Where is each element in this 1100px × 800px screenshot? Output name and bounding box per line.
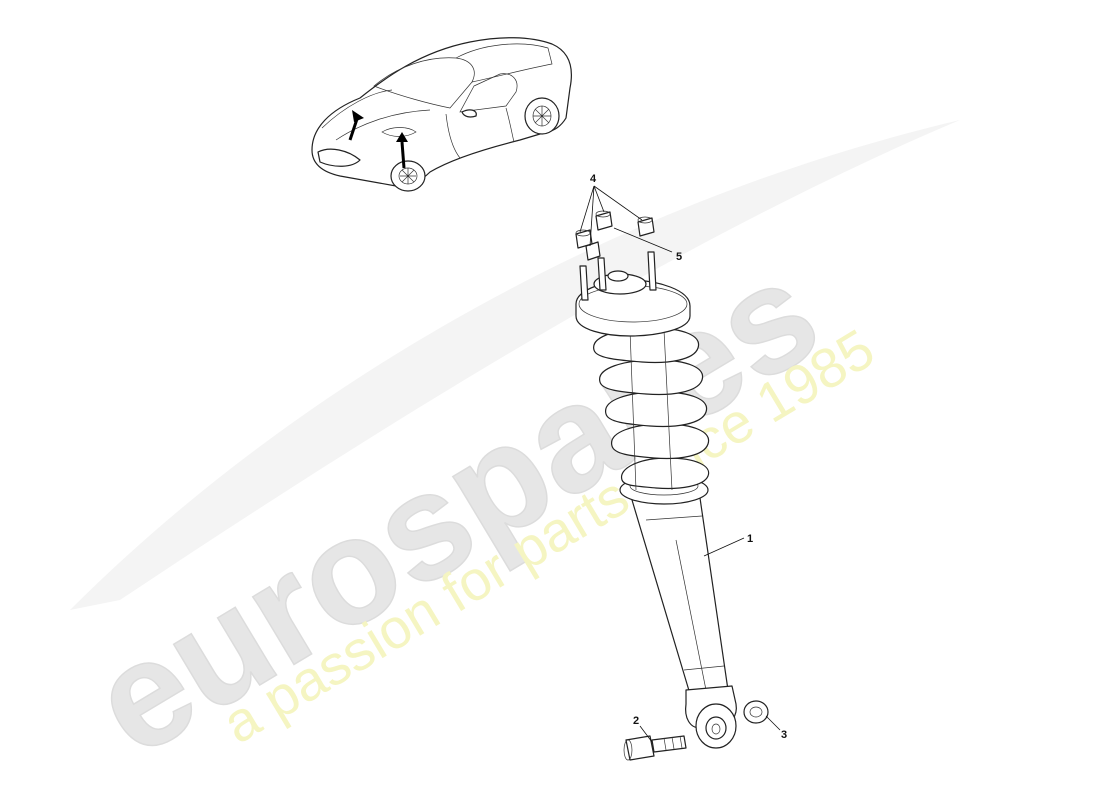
callout-4: 4	[590, 173, 597, 185]
car-door-line	[445, 113, 461, 159]
nut-4	[585, 241, 601, 261]
damper-ring-bottom	[683, 665, 725, 671]
car-bonnet-line-2	[335, 109, 431, 141]
car-bonnet-line	[321, 89, 393, 129]
leader-2	[639, 725, 653, 743]
spring-coil-4	[599, 359, 704, 396]
bush-cap-outer	[743, 700, 769, 724]
bolt-head-face	[623, 739, 633, 761]
nuts-group	[575, 210, 655, 261]
nut-3-top	[637, 216, 653, 224]
car-headlight	[381, 127, 417, 137]
bolt	[623, 735, 687, 761]
damper-rod-inner	[629, 329, 673, 491]
watermark-swoosh	[70, 120, 960, 610]
car-rear-spokes	[533, 106, 551, 126]
coil-spring	[593, 327, 710, 491]
leader-3	[765, 715, 781, 731]
bolt-thread	[663, 735, 683, 751]
leader-1	[703, 537, 745, 557]
top-mount-nut	[607, 270, 629, 282]
callout-2: 2	[633, 715, 639, 727]
location-arrowhead-right	[396, 132, 408, 142]
bolt-shank	[651, 735, 687, 753]
damper-eye-bush	[705, 716, 727, 740]
spring-coil-1	[621, 457, 710, 490]
callout-1: 1	[747, 533, 753, 545]
nut-2-top	[595, 210, 611, 218]
leader-4-d	[589, 185, 595, 247]
bush-cap	[743, 700, 769, 724]
location-arrowhead-left	[352, 110, 364, 122]
car-door-line-2	[505, 107, 515, 143]
car-side-window	[459, 73, 518, 113]
damper-ring-top	[645, 515, 703, 521]
location-arrow-right	[400, 141, 406, 169]
callouts: 4 5 1 2 3	[590, 173, 787, 741]
nut-1-top	[575, 229, 591, 237]
callout-5: 5	[676, 251, 682, 263]
car-thumbnail	[311, 37, 573, 192]
bush-cap-inner	[749, 706, 763, 718]
callout-3: 3	[781, 729, 787, 741]
car-mirror	[461, 109, 477, 118]
bolt-head	[625, 735, 655, 761]
car-front-spokes	[400, 168, 416, 184]
mount-stud-right	[647, 251, 657, 291]
spring-coil-2	[611, 423, 710, 460]
leader-lines	[579, 185, 781, 743]
damper-highlight	[675, 539, 707, 691]
shock-absorber-assembly	[575, 251, 737, 749]
damper-body	[631, 497, 729, 695]
leader-4-b	[593, 185, 605, 213]
mount-stud-left	[579, 265, 589, 301]
leader-4-a	[579, 185, 595, 233]
damper-eye-bore	[711, 723, 721, 735]
car-windscreen	[373, 57, 475, 109]
car-grille	[317, 148, 361, 167]
spring-coil-3	[605, 391, 708, 428]
car-roof	[455, 43, 553, 83]
mount-stud-center	[597, 257, 607, 291]
leader-4-c	[593, 185, 643, 221]
watermark: eurospares a passion for parts since 198…	[64, 120, 960, 788]
leader-5	[613, 227, 673, 253]
